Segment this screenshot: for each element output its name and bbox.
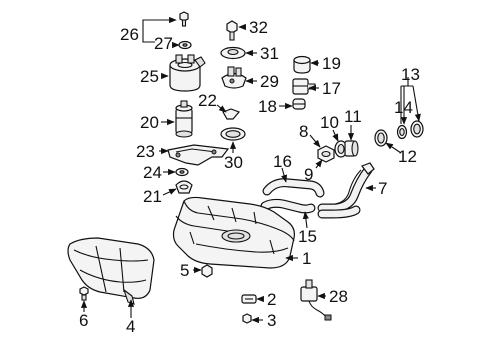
grommet-24 (175, 167, 189, 177)
callout-12: 12 (398, 147, 417, 166)
callout-30: 30 (224, 153, 243, 172)
bolt-3 (242, 313, 252, 324)
washer-27 (178, 40, 192, 50)
callout-26: 26 (120, 25, 139, 44)
callout-28: 28 (329, 287, 348, 306)
sensor-28 (300, 279, 332, 321)
valve-8-9 (317, 145, 335, 163)
sender-unit-29 (221, 66, 247, 89)
seal-12 (374, 129, 388, 147)
ring-10 (334, 140, 348, 158)
heat-shield-4 (67, 237, 155, 305)
collar-11 (344, 140, 359, 157)
callout-7: 7 (378, 179, 387, 198)
callout-21: 21 (143, 187, 162, 206)
callout-19: 19 (322, 54, 341, 73)
callout-labels: 26 27 25 20 22 23 24 21 32 31 29 30 19 1… (79, 18, 420, 336)
callout-32: 32 (249, 18, 268, 37)
callout-20: 20 (140, 113, 159, 132)
filler-pipe-7 (317, 162, 375, 219)
callout-5: 5 (180, 261, 189, 280)
hose-16 (262, 178, 325, 198)
callout-25: 25 (140, 67, 159, 86)
fuel-filter-25 (169, 54, 206, 92)
callout-17: 17 (322, 79, 341, 98)
gasket-30 (220, 127, 246, 141)
fuel-pump-20 (175, 100, 193, 138)
callout-23: 23 (136, 142, 155, 161)
leader-lines (80, 16, 421, 324)
callout-2: 2 (267, 290, 276, 309)
callout-10: 10 (320, 113, 339, 132)
callout-15: 15 (298, 227, 317, 246)
valve-17 (292, 78, 316, 95)
callout-1: 1 (302, 249, 311, 268)
bolt-26 (179, 11, 189, 27)
callout-29: 29 (260, 72, 279, 91)
bolt-32 (226, 20, 238, 41)
callout-27: 27 (154, 34, 173, 53)
clip-2 (241, 294, 257, 304)
callout-9: 9 (304, 165, 313, 184)
callout-24: 24 (143, 163, 162, 182)
callout-18: 18 (258, 97, 277, 116)
bolt-6 (79, 286, 89, 301)
clip-22 (222, 108, 241, 120)
bracket-23 (167, 144, 230, 166)
callout-4: 4 (126, 317, 135, 336)
callout-31: 31 (260, 44, 279, 63)
callout-11: 11 (344, 107, 362, 126)
callout-16: 16 (273, 152, 292, 171)
callout-3: 3 (267, 311, 276, 330)
callout-22: 22 (198, 91, 217, 110)
hose-15 (260, 198, 316, 214)
callout-8: 8 (299, 122, 308, 141)
nut-5 (201, 264, 213, 278)
gasket-21 (175, 180, 193, 194)
callout-6: 6 (79, 311, 88, 330)
callout-13: 13 (401, 65, 420, 84)
grommet-18 (292, 98, 306, 110)
callout-14: 14 (394, 98, 413, 117)
cap-19 (293, 55, 311, 74)
fuel-tank-1 (172, 196, 295, 269)
cap-31 (220, 46, 246, 60)
